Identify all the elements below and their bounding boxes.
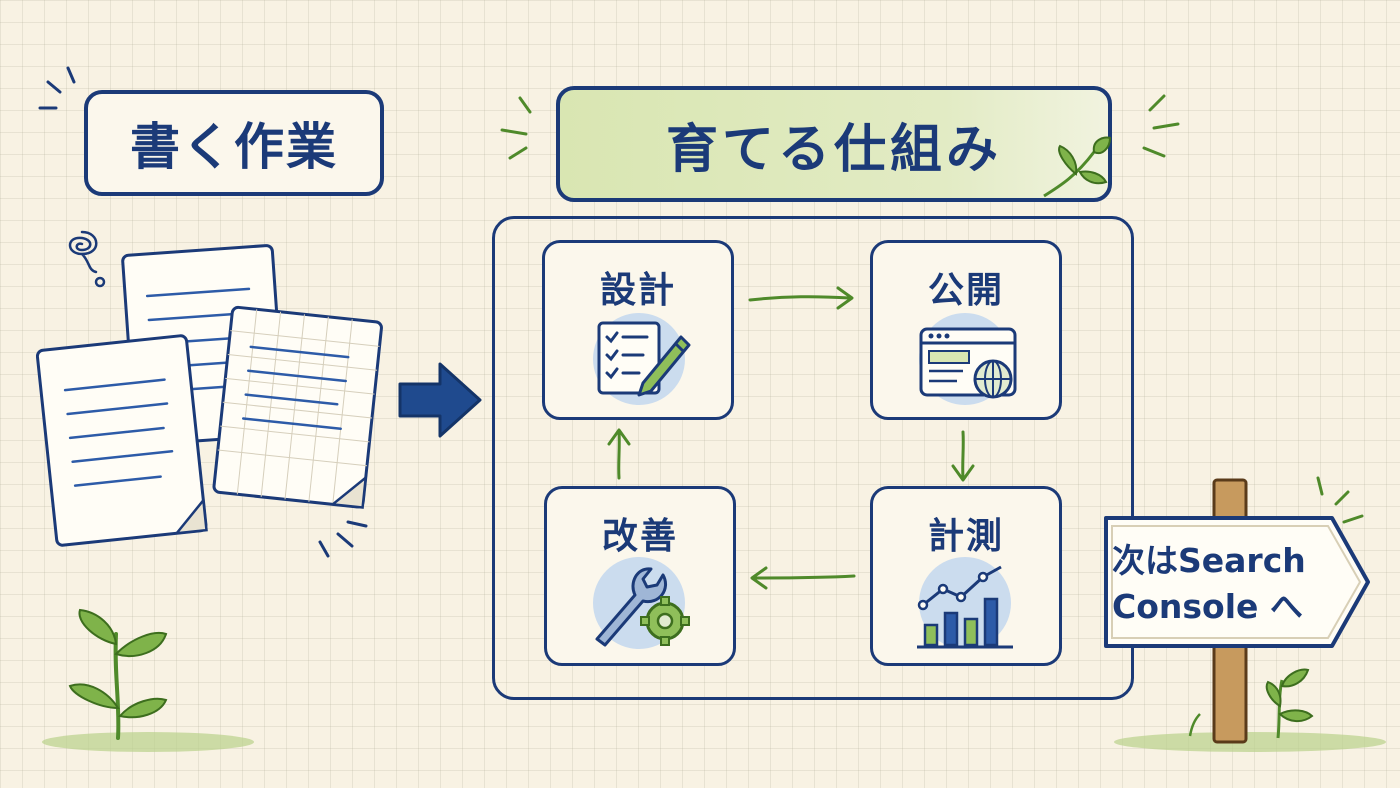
- writing-work-title: 書く作業: [130, 118, 338, 176]
- wrench-gear-icon: [593, 557, 690, 649]
- scribble-icon: [68, 230, 106, 288]
- measure-card: 計測: [870, 486, 1062, 666]
- cycle-frame: [492, 216, 1134, 700]
- emphasis-lines-title-right: [1142, 94, 1180, 158]
- publish-label: 公開: [927, 270, 1004, 311]
- sprout-icon-left: [42, 608, 254, 752]
- arrow-right-icon: [398, 362, 482, 438]
- growing-system-title: 育てる仕組み: [665, 119, 1002, 180]
- signpost-line1: 次はSearch: [1112, 541, 1306, 580]
- design-label: 設計: [599, 270, 676, 311]
- arrow-improve-to-design: [607, 428, 631, 480]
- arrow-measure-to-improve: [750, 566, 856, 590]
- documents-pile-icon: [36, 244, 383, 547]
- leaf-sprig-icon: [1043, 136, 1112, 198]
- browser-globe-icon: [919, 313, 1017, 405]
- bar-chart-icon: [917, 557, 1013, 649]
- publish-card: 公開: [870, 240, 1062, 420]
- checklist-pencil-icon: [593, 313, 691, 405]
- growing-system-label: 育てる仕組み: [556, 86, 1112, 202]
- arrow-publish-to-measure: [951, 430, 975, 482]
- signpost-icon: [1104, 476, 1386, 752]
- emphasis-lines-docs: [318, 520, 368, 558]
- writing-work-label: 書く作業: [84, 90, 384, 196]
- arrow-design-to-publish: [748, 286, 854, 310]
- signpost-line2: Console へ: [1112, 587, 1303, 626]
- signpost-text: 次はSearch Console へ: [1112, 538, 1332, 630]
- improve-label: 改善: [601, 516, 678, 557]
- measure-label: 計測: [927, 516, 1004, 557]
- emphasis-lines-left: [38, 66, 76, 110]
- emphasis-lines-title-left: [500, 96, 532, 160]
- design-card: 設計: [542, 240, 734, 420]
- improve-card: 改善: [544, 486, 736, 666]
